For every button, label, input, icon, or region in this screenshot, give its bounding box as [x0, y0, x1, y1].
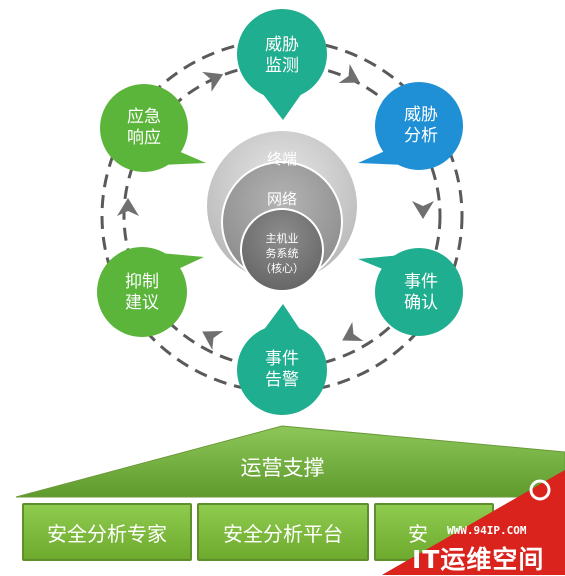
stage-label-line2: 确认	[404, 293, 438, 313]
arrow-icon	[342, 321, 364, 342]
core-label-host-line2: 务系统	[266, 247, 299, 260]
stage-threat-analysis: 威胁 分析	[358, 82, 463, 170]
operations-title: 运营支撑	[240, 456, 325, 480]
stage-label-line1: 事件	[265, 349, 299, 369]
core-label-host-line3: （核心）	[260, 261, 304, 275]
stage-threat-monitoring: 威胁 监测	[237, 9, 327, 120]
support-item-expert: 安全分析专家	[22, 503, 192, 561]
stage-label-line2: 告警	[265, 370, 299, 390]
stage-suppression-advice: 抑制 建议	[97, 247, 204, 337]
arrow-icon	[117, 198, 139, 216]
flow-arrows	[117, 63, 434, 351]
stage-label-line1: 应急	[127, 107, 161, 127]
stage-emergency-response: 应急 响应	[100, 84, 206, 172]
arrow-icon	[202, 71, 224, 92]
support-item-platform: 安全分析平台	[197, 503, 369, 561]
core-assets: 终端 网络 主机业 务系统 （核心）	[205, 129, 359, 292]
stage-label-line1: 抑制	[125, 272, 159, 292]
core-label-host-line1: 主机业	[266, 231, 299, 245]
core-label-terminal: 终端	[267, 150, 297, 168]
stage-label-line2: 建议	[125, 293, 159, 313]
arrow-icon	[412, 201, 434, 219]
arrow-icon	[338, 63, 360, 84]
stage-label-line1: 威胁	[404, 105, 438, 125]
stage-label-line2: 分析	[404, 126, 438, 146]
stage-label-line1: 威胁	[265, 35, 299, 55]
stage-event-confirmation: 事件 确认	[358, 248, 463, 336]
watermark-url: WWW.94IP.COM	[447, 524, 527, 537]
watermark-brand: IT运维空间	[412, 545, 545, 574]
arrow-icon	[202, 330, 224, 351]
core-label-network: 网络	[267, 190, 297, 208]
stage-event-alert: 事件 告警	[237, 304, 327, 415]
stage-label-line1: 事件	[404, 272, 438, 292]
stage-label-line2: 响应	[127, 128, 161, 148]
core-ring-host	[240, 208, 324, 292]
stage-label-line2: 监测	[265, 56, 299, 76]
